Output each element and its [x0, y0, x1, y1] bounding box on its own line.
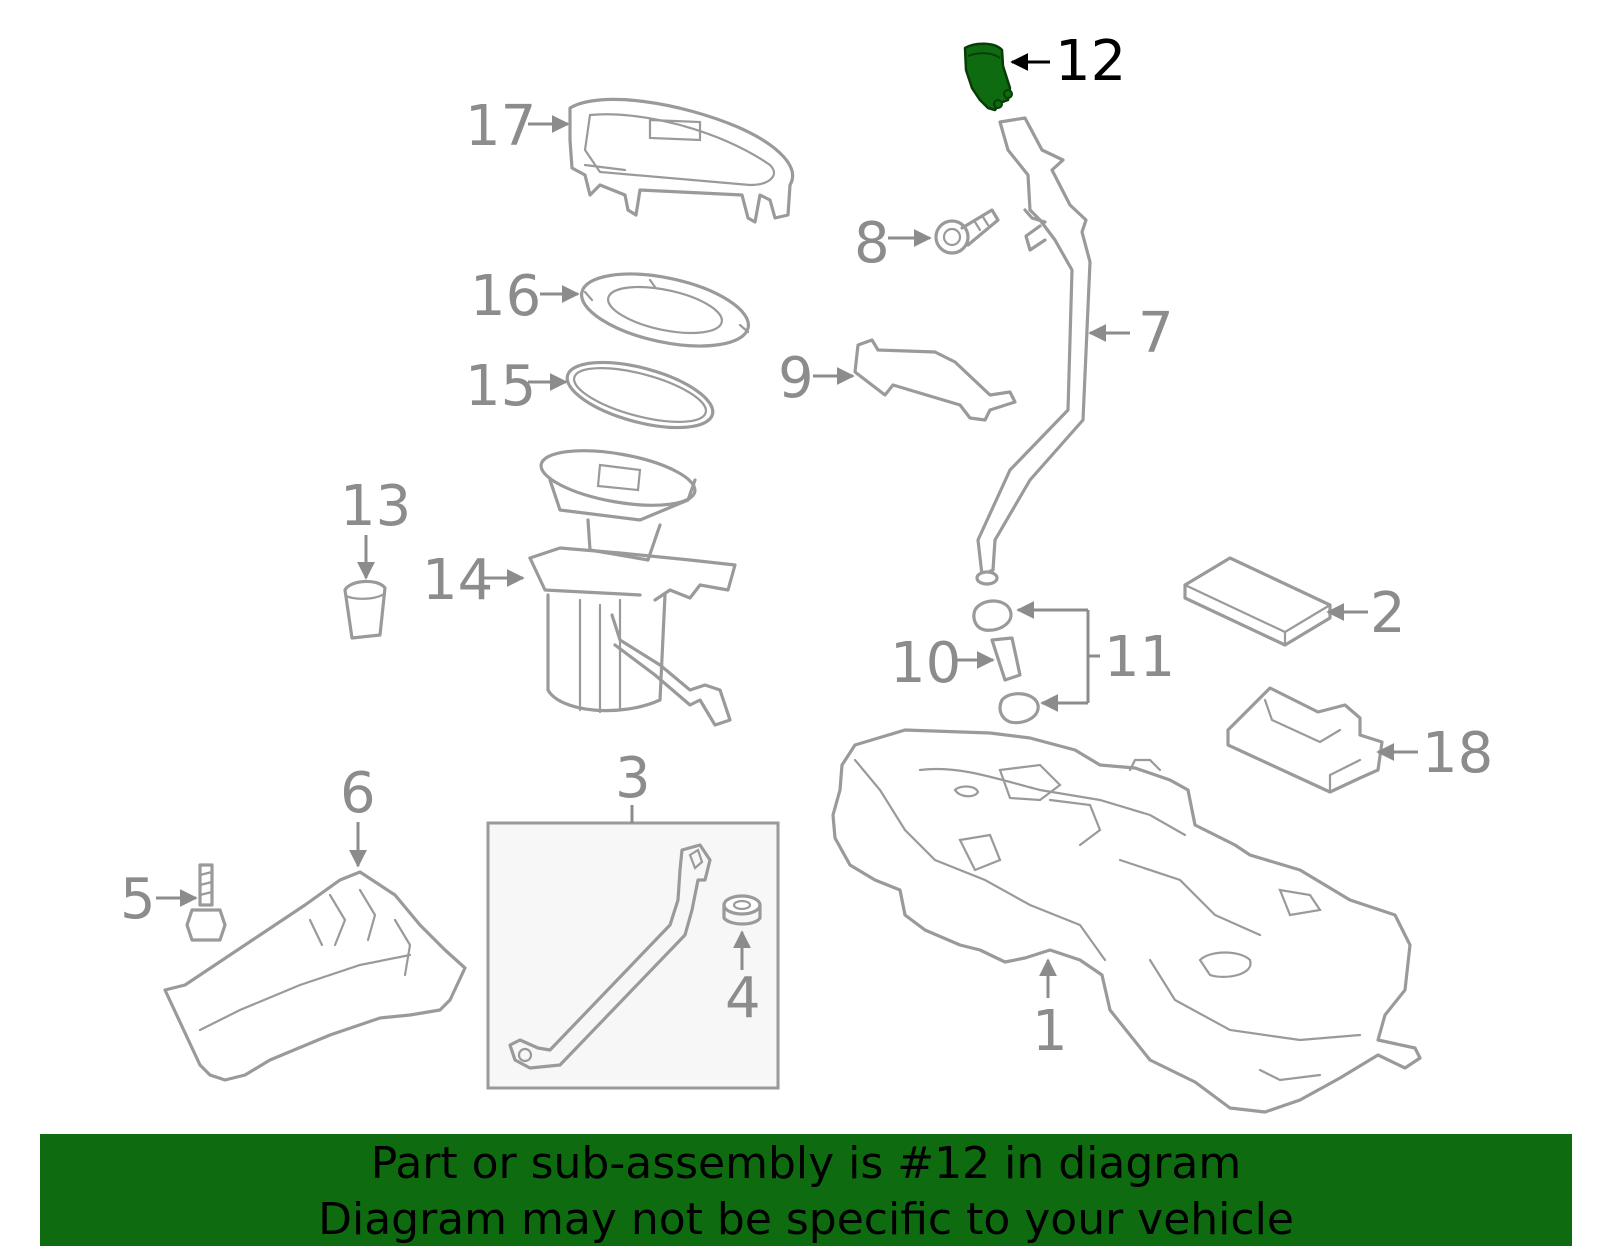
- callout-12-label: 12: [1055, 29, 1126, 94]
- part-5-bolt: [185, 863, 227, 942]
- banner-line-2: Diagram may not be specific to your vehi…: [318, 1194, 1294, 1245]
- part-9-bracket: [853, 338, 1017, 422]
- callout-10-label: 10: [890, 631, 961, 696]
- callout-9: 9: [778, 346, 855, 411]
- callout-4: 4: [725, 930, 761, 1031]
- part-13-cap: [343, 579, 387, 640]
- part-3-strap-box: [486, 821, 780, 1090]
- callout-6: 6: [340, 761, 376, 868]
- callout-14-label: 14: [422, 548, 493, 613]
- callout-13-label: 13: [340, 474, 411, 539]
- callout-7: 7: [1088, 301, 1174, 366]
- callout-18-label: 18: [1422, 721, 1493, 786]
- callout-17-label: 17: [465, 94, 536, 159]
- part-8-bolt: [934, 208, 1000, 255]
- callout-13: 13: [340, 474, 411, 580]
- callout-17: 17: [465, 94, 570, 159]
- callout-15: 15: [465, 354, 568, 419]
- part-4-grommet: [722, 894, 762, 926]
- callout-1: 1: [1032, 958, 1068, 1064]
- part-12-fuel-cap[interactable]: [963, 42, 1013, 112]
- info-banner: Part or sub-assembly is #12 in diagram D…: [40, 1134, 1572, 1246]
- callout-9-label: 9: [778, 346, 814, 411]
- callout-6-label: 6: [340, 761, 376, 826]
- part-15-seal: [565, 360, 715, 430]
- callout-5-label: 5: [120, 867, 156, 932]
- callout-15-label: 15: [465, 354, 536, 419]
- callout-11-label: 11: [1104, 625, 1175, 690]
- part-14-pump-module: [528, 449, 737, 727]
- callout-4-label: 4: [725, 966, 761, 1031]
- part-17-cover: [568, 97, 795, 224]
- callout-18: 18: [1376, 721, 1493, 786]
- part-6-heat-shield: [163, 870, 467, 1082]
- callout-8-label: 8: [854, 211, 890, 276]
- part-18-module: [1226, 686, 1384, 794]
- callout-7-label: 7: [1138, 301, 1174, 366]
- callout-2: 2: [1326, 581, 1406, 646]
- callout-2-label: 2: [1370, 581, 1406, 646]
- callout-11: 11: [1016, 601, 1175, 712]
- part-1-fuel-tank: [831, 728, 1422, 1114]
- callout-14: 14: [422, 548, 525, 613]
- callout-10: 10: [890, 631, 995, 696]
- part-2-block: [1183, 556, 1332, 647]
- part-16-plate: [579, 272, 751, 348]
- callout-5: 5: [120, 867, 198, 932]
- callout-1-label: 1: [1032, 999, 1068, 1064]
- callout-16: 16: [470, 264, 580, 329]
- callout-3-label: 3: [615, 746, 651, 811]
- callout-12: 12: [1010, 29, 1126, 94]
- callout-16-label: 16: [470, 264, 541, 329]
- banner-line-1: Part or sub-assembly is #12 in diagram: [370, 1138, 1242, 1189]
- part-7-filler-pipe: [975, 116, 1092, 586]
- part-11-clamps: [972, 599, 1040, 725]
- part-10-hose: [990, 636, 1022, 682]
- callout-8: 8: [854, 211, 932, 276]
- callout-3: 3: [615, 746, 651, 823]
